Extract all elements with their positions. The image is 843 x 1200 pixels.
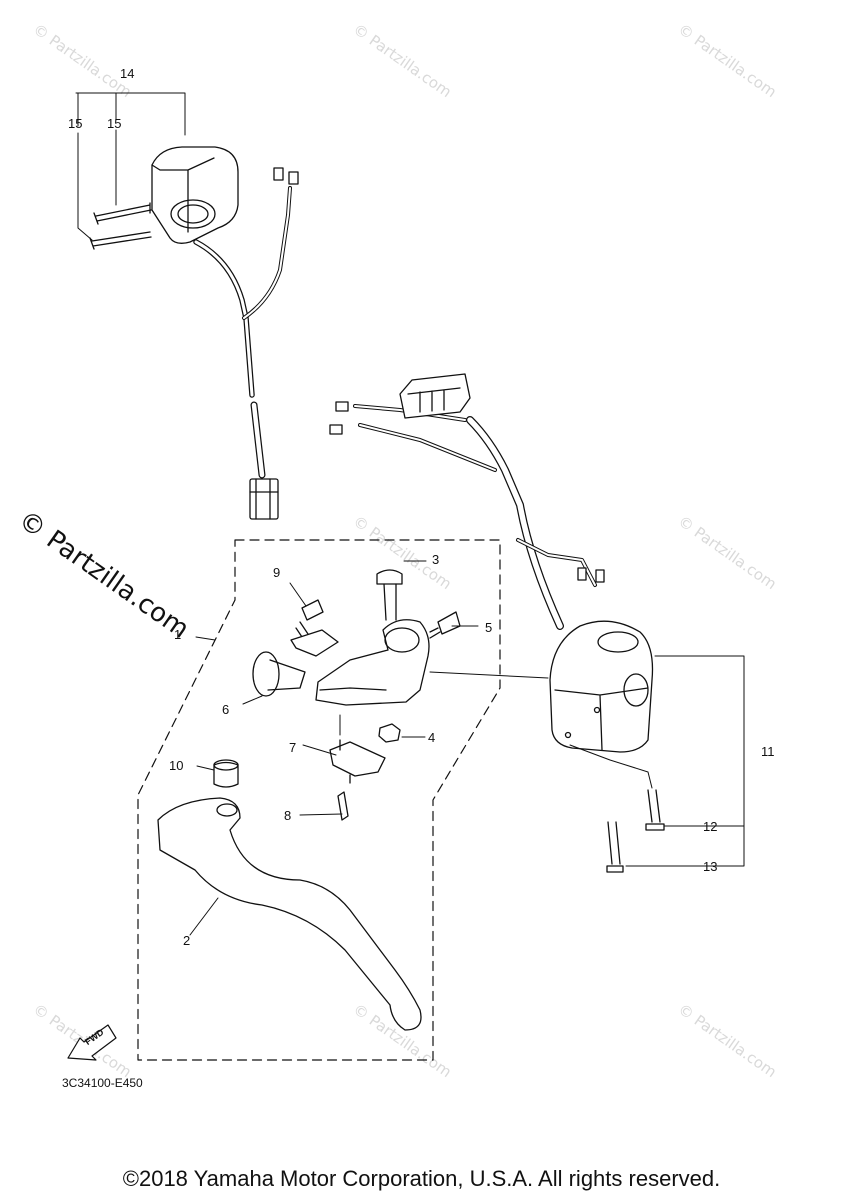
callout-1: 1	[174, 627, 182, 642]
callout-8: 8	[284, 808, 292, 823]
right-handlebar-switch	[329, 373, 665, 873]
callout-13: 13	[703, 859, 718, 874]
callout-12: 12	[703, 819, 718, 834]
callout-6: 6	[222, 702, 230, 717]
callout-15: 15	[107, 116, 122, 131]
callout-9: 9	[273, 565, 281, 580]
callout-15: 15	[68, 116, 83, 131]
left-handlebar-switch	[89, 146, 299, 520]
callout-3: 3	[432, 552, 440, 567]
clutch-lever-holder	[213, 569, 461, 821]
lever-assembly-outline	[137, 539, 501, 1061]
callout-5: 5	[485, 620, 493, 635]
callout-10: 10	[169, 758, 184, 773]
clutch-lever	[157, 797, 422, 1031]
callout-14: 14	[120, 66, 135, 81]
callout-11: 11	[761, 744, 775, 759]
callout-4: 4	[428, 730, 436, 745]
copyright: ©2018 Yamaha Motor Corporation, U.S.A. A…	[122, 1166, 721, 1191]
callout-2: 2	[183, 933, 191, 948]
diagram-code: 3C34100-E450	[62, 1076, 143, 1090]
callout-7: 7	[289, 740, 297, 755]
